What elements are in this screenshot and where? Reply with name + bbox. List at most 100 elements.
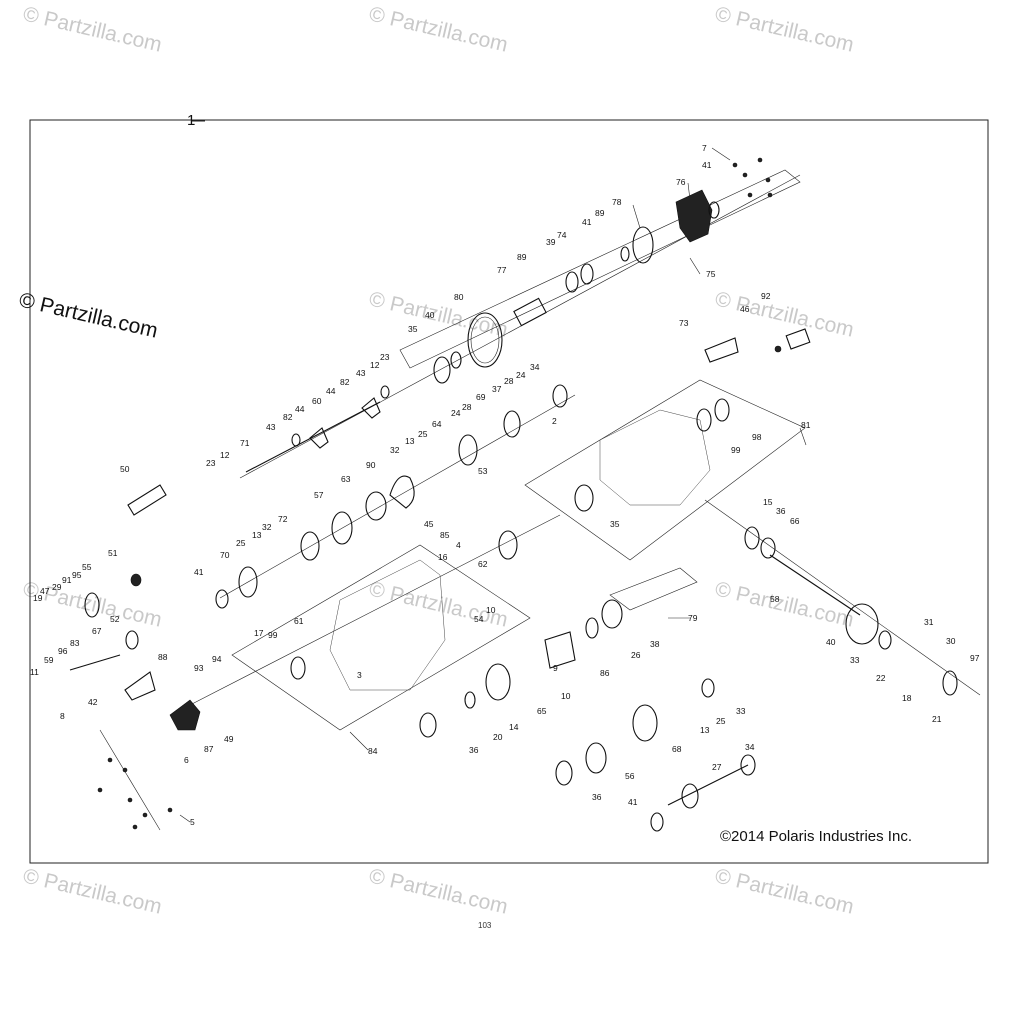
bearing-36-lower <box>419 712 437 738</box>
callout-62: 62 <box>478 559 488 569</box>
bolt <box>767 192 773 198</box>
output-shaft-outline <box>609 567 698 611</box>
plate-62 <box>498 530 518 560</box>
bolt <box>742 172 748 178</box>
callout-39: 39 <box>546 237 556 247</box>
chain-90 <box>389 475 415 509</box>
spring-43-lower <box>291 433 301 447</box>
callout-98: 98 <box>752 432 762 442</box>
callout-76: 76 <box>676 177 686 187</box>
callout-99: 99 <box>731 445 741 455</box>
callout-35b: 35 <box>610 519 620 529</box>
watermark-bottom-left: © Partzilla.com <box>21 864 164 918</box>
part-50 <box>127 484 167 516</box>
shaft-27 <box>667 764 749 806</box>
callout-35: 35 <box>408 324 418 334</box>
callout-64: 64 <box>432 419 442 429</box>
callout-59: 59 <box>44 655 54 665</box>
shift-rod-71 <box>245 401 381 473</box>
callout-46: 46 <box>740 304 750 314</box>
callout-34: 34 <box>530 362 540 372</box>
callout-15: 15 <box>763 497 773 507</box>
callout-92: 92 <box>761 291 771 301</box>
hub-57 <box>331 511 353 545</box>
bolts <box>97 157 773 830</box>
callout-23: 23 <box>380 352 390 362</box>
callout-28: 28 <box>504 376 514 386</box>
watermark-top-left: © Partzilla.com <box>21 2 164 56</box>
callout-45: 45 <box>424 519 434 529</box>
callout-13b: 13 <box>252 530 262 540</box>
gear-95 <box>84 592 100 618</box>
upper-shaft-group-outline <box>399 169 801 369</box>
upper-shaft-parts <box>433 189 720 384</box>
callout-22: 22 <box>876 673 886 683</box>
bearing-41-lower <box>650 812 664 832</box>
housing-49 <box>169 699 201 731</box>
bolt <box>97 787 103 793</box>
callout-43: 43 <box>356 368 366 378</box>
lower-shaft-parts <box>419 599 756 832</box>
bearing-38 <box>601 599 623 629</box>
case-half-outline <box>524 379 806 561</box>
leader <box>711 147 731 161</box>
callout-41d: 41 <box>628 797 638 807</box>
gear-65 <box>485 663 511 701</box>
callout-34b: 34 <box>745 742 755 752</box>
bearing-41-middle <box>215 589 229 609</box>
callout-4: 4 <box>456 540 461 550</box>
cover-76 <box>675 189 713 243</box>
callout-42: 42 <box>88 697 98 707</box>
watermark-primary: © Partzilla.com <box>17 288 160 342</box>
callout-19: 19 <box>33 593 43 603</box>
callout-5: 5 <box>190 817 195 827</box>
callout-95: 95 <box>72 570 82 580</box>
callout-72: 72 <box>278 514 288 524</box>
gear-80-teeth <box>470 316 500 364</box>
callout-86: 86 <box>600 668 610 678</box>
gear-74 <box>580 263 594 285</box>
callout-80: 80 <box>454 292 464 302</box>
callout-90: 90 <box>366 460 376 470</box>
middle-shaft-parts <box>215 384 568 609</box>
callout-52: 52 <box>110 614 120 624</box>
gear-78 <box>632 226 654 264</box>
callout-26: 26 <box>631 650 641 660</box>
bolt <box>747 192 753 198</box>
callout-78: 78 <box>612 197 622 207</box>
callout-33: 33 <box>736 706 746 716</box>
leader <box>179 814 191 823</box>
gear-72 <box>300 531 320 561</box>
bearing-34-lower <box>740 754 756 776</box>
bolt <box>132 824 138 830</box>
callout-85: 85 <box>440 530 450 540</box>
watermark-layer: © Partzilla.com © Partzilla.com © Partzi… <box>21 2 856 918</box>
watermark-mid-center: © Partzilla.com <box>367 287 510 341</box>
bolt-column <box>99 729 161 831</box>
subassembly-outlines <box>231 169 806 731</box>
callout-55: 55 <box>82 562 92 572</box>
gear-68 <box>632 704 658 742</box>
gear-39 <box>565 271 579 293</box>
bracket-88 <box>124 671 156 701</box>
callout-89b: 89 <box>517 252 527 262</box>
ring-33-output <box>878 630 892 650</box>
bearing-33-lower <box>701 678 715 698</box>
callout-91: 91 <box>62 575 72 585</box>
callout-36: 36 <box>776 506 786 516</box>
seal-99-main <box>290 656 306 680</box>
watermark-top-center: © Partzilla.com <box>367 2 510 56</box>
page-number: 103 <box>478 921 492 930</box>
callout-20: 20 <box>493 732 503 742</box>
bearing-35-upper <box>433 356 451 384</box>
assembly-number: 1 <box>187 112 195 129</box>
gear-69 <box>503 410 521 438</box>
watermark-mid-right: © Partzilla.com <box>713 287 856 341</box>
callout-66: 66 <box>790 516 800 526</box>
callout-2: 2 <box>552 416 557 426</box>
callout-57: 57 <box>314 490 324 500</box>
lever-83 <box>69 654 121 671</box>
bearing-34-upper <box>552 384 568 408</box>
gear-70 <box>238 566 258 598</box>
